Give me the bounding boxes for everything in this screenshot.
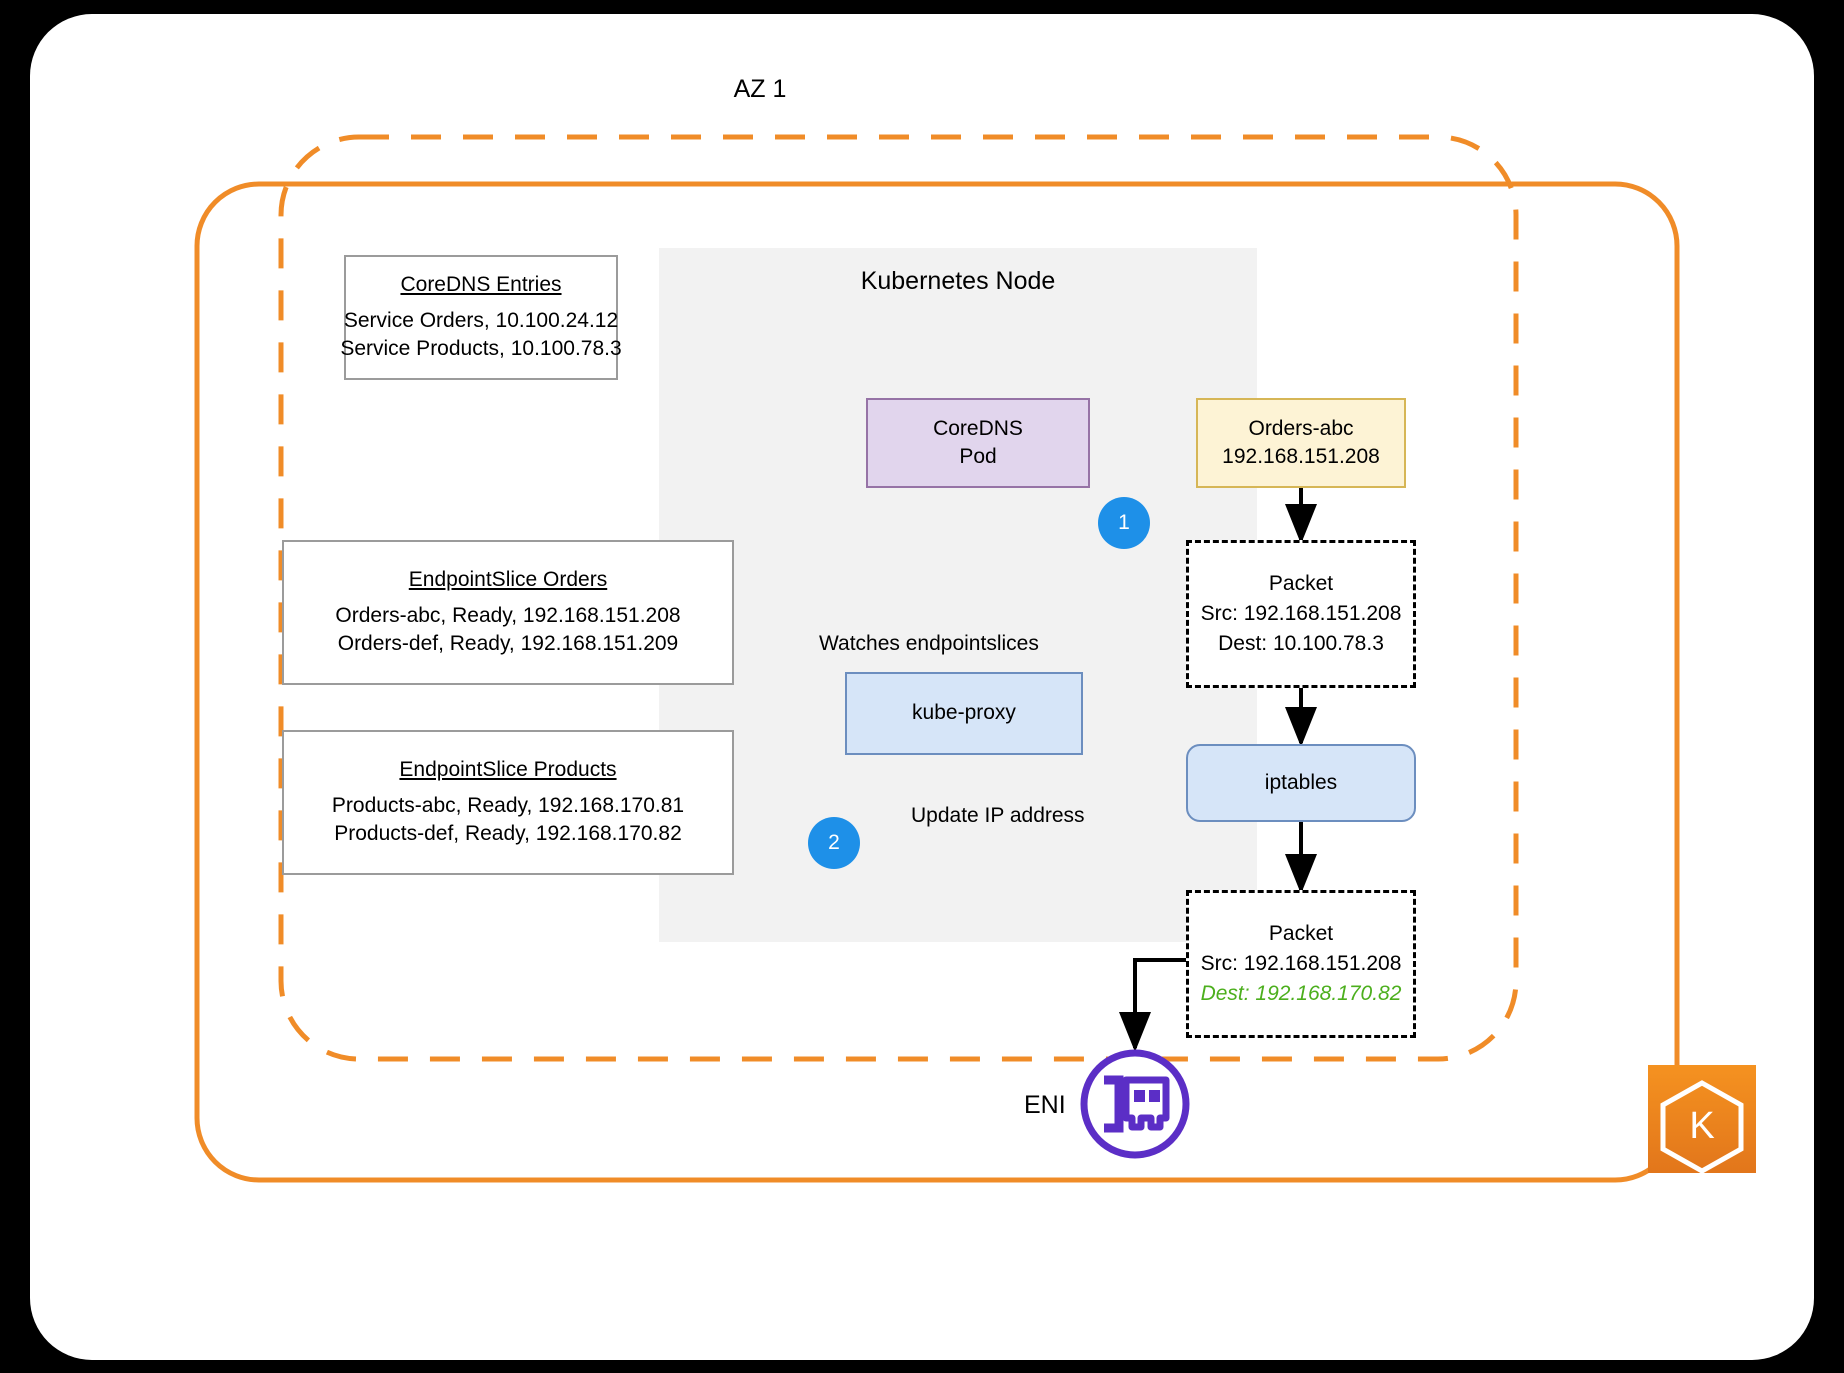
- packet-before-src: Src: 192.168.151.208: [1200, 601, 1402, 625]
- coredns-entries-row: Service Orders, 10.100.24.12: [343, 308, 619, 332]
- kube-proxy-label: kube-proxy: [912, 701, 1016, 725]
- step-badge-1: 1: [1098, 497, 1150, 549]
- coredns-entries-header: CoreDNS Entries: [400, 272, 562, 296]
- orders-abc-pod-box[interactable]: Orders-abc 192.168.151.208: [1196, 398, 1406, 488]
- packet-before-nat-box: Packet Src: 192.168.151.208 Dest: 10.100…: [1186, 540, 1416, 688]
- update-ip-address-label: Update IP address: [911, 804, 1085, 827]
- endpointslice-orders-row: Orders-def, Ready, 192.168.151.209: [337, 632, 679, 656]
- iptables-label: iptables: [1264, 770, 1338, 794]
- endpointslice-products-box[interactable]: EndpointSlice Products Products-abc, Rea…: [282, 730, 734, 875]
- packet-before-dest: Dest: 10.100.78.3: [1218, 632, 1384, 656]
- packet-after-src: Src: 192.168.151.208: [1200, 951, 1402, 975]
- orders-abc-pod-ip: 192.168.151.208: [1222, 445, 1380, 468]
- packet-after-dest: Dest: 192.168.170.82: [1200, 982, 1402, 1006]
- endpointslice-orders-header: EndpointSlice Orders: [408, 567, 608, 591]
- coredns-pod-line2: Pod: [959, 445, 997, 468]
- coredns-pod-box[interactable]: CoreDNS Pod: [866, 398, 1090, 488]
- iptables-box[interactable]: iptables: [1186, 744, 1416, 822]
- endpointslice-products-header: EndpointSlice Products: [399, 757, 617, 781]
- packet-before-header: Packet: [1268, 571, 1334, 595]
- az-title: AZ 1: [733, 75, 787, 103]
- packet-after-header: Packet: [1268, 921, 1334, 945]
- endpointslice-products-row: Products-def, Ready, 192.168.170.82: [334, 822, 682, 846]
- kubernetes-node-panel: [659, 248, 1257, 942]
- kube-proxy-box[interactable]: kube-proxy: [845, 672, 1083, 755]
- step-badge-2: 2: [808, 817, 860, 869]
- coredns-entries-box[interactable]: CoreDNS Entries Service Orders, 10.100.2…: [340, 255, 622, 380]
- kubernetes-node-title: Kubernetes Node: [860, 267, 1056, 295]
- eni-label: ENI: [1024, 1091, 1066, 1119]
- watches-endpointslices-label: Watches endpointslices: [819, 632, 1039, 655]
- packet-after-nat-box: Packet Src: 192.168.151.208 Dest: 192.16…: [1186, 890, 1416, 1038]
- endpointslice-orders-box[interactable]: EndpointSlice Orders Orders-abc, Ready, …: [282, 540, 734, 685]
- coredns-entries-row: Service Products, 10.100.78.3: [340, 337, 622, 361]
- orders-abc-pod-name: Orders-abc: [1248, 416, 1354, 440]
- endpointslice-products-row: Products-abc, Ready, 192.168.170.81: [331, 793, 685, 817]
- coredns-pod-line1: CoreDNS: [933, 416, 1023, 440]
- endpointslice-orders-row: Orders-abc, Ready, 192.168.151.208: [335, 603, 681, 627]
